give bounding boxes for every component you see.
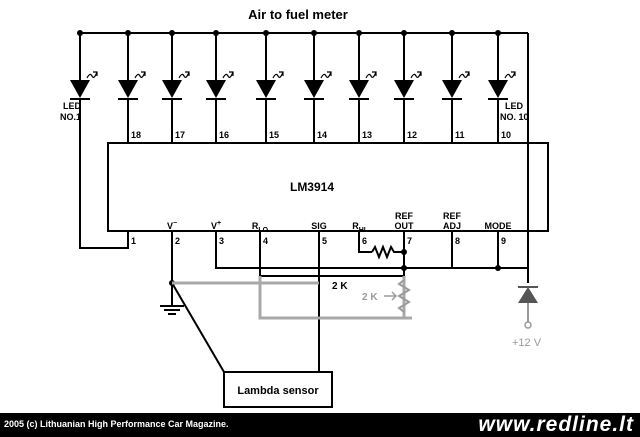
footer-bar: 2005 (c) Lithuanian High Performance Car… — [0, 413, 640, 437]
top-pin-18: 18 — [131, 130, 141, 140]
bottom-pin-1: 1 — [131, 236, 136, 246]
bottom-pin-8: 8 — [455, 236, 460, 246]
resistor-2 — [397, 279, 411, 313]
top-pin-14: 14 — [317, 130, 327, 140]
led-first-label-line2: NO.1 — [60, 112, 81, 122]
chip-name: LM3914 — [290, 180, 334, 194]
bottom-pin-label-5: SIG — [311, 221, 327, 231]
top-pin-15: 15 — [269, 130, 279, 140]
bottom-pin-5: 5 — [322, 236, 327, 246]
bottom-pin-label-2: V− — [167, 220, 177, 231]
top-pin-12: 12 — [407, 130, 417, 140]
black-wiring — [79, 33, 529, 373]
footer-copyright: 2005 (c) Lithuanian High Performance Car… — [4, 419, 229, 429]
bottom-pin-label-8: REF — [443, 211, 462, 221]
bottom-pin-7: 7 — [407, 236, 412, 246]
led-8 — [394, 30, 422, 143]
lambda-sensor-label: Lambda sensor — [237, 385, 319, 397]
top-pin-16: 16 — [219, 130, 229, 140]
lm3914-chip — [107, 142, 549, 232]
led-last-label-line1: LED — [505, 101, 524, 111]
resistor-2-label: 2 K — [362, 292, 378, 303]
led-9 — [442, 30, 470, 143]
supply-diode — [518, 286, 538, 329]
led-5 — [256, 30, 284, 143]
resistor-1 — [371, 244, 396, 260]
top-pin-13: 13 — [362, 130, 372, 140]
led-2 — [118, 30, 146, 143]
gray-wiring — [172, 276, 412, 320]
bottom-pin-9: 9 — [501, 236, 506, 246]
led-1 — [70, 30, 98, 113]
supply-label: +12 V — [512, 337, 542, 349]
bottom-pin-6: 6 — [362, 236, 367, 246]
bottom-pin-label-3: V+ — [211, 220, 221, 231]
led-first-label-line1: LED — [63, 101, 82, 111]
bottom-pin-2: 2 — [175, 236, 180, 246]
footer-site-link[interactable]: www.redline.lt — [478, 413, 634, 436]
top-pin-numbers: 18 17 16 15 14 13 12 11 10 — [131, 130, 511, 140]
led-3 — [162, 30, 190, 143]
bottom-pin-label-9: MODE — [485, 221, 512, 231]
bottom-pin-label-7: OUT — [395, 221, 415, 231]
resistor-1-label: 2 K — [332, 281, 348, 292]
lambda-sensor-box — [223, 371, 333, 408]
bottom-pin-3: 3 — [219, 236, 224, 246]
led-7 — [349, 30, 377, 143]
resistor-2-arrow — [384, 291, 398, 301]
led-10 — [488, 30, 516, 143]
diagram-title: Air to fuel meter — [248, 7, 348, 22]
top-pin-17: 17 — [175, 130, 185, 140]
led-4 — [206, 30, 234, 143]
led-last-label-line2: NO. 10 — [500, 112, 529, 122]
top-pin-11: 11 — [455, 130, 465, 140]
led-array — [70, 30, 516, 143]
bottom-pin-4: 4 — [263, 236, 268, 246]
top-pin-10: 10 — [501, 130, 511, 140]
bottom-pin-label-7: REF — [395, 211, 414, 221]
led-6 — [304, 30, 332, 143]
bottom-pin-label-8: ADJ — [443, 221, 461, 231]
